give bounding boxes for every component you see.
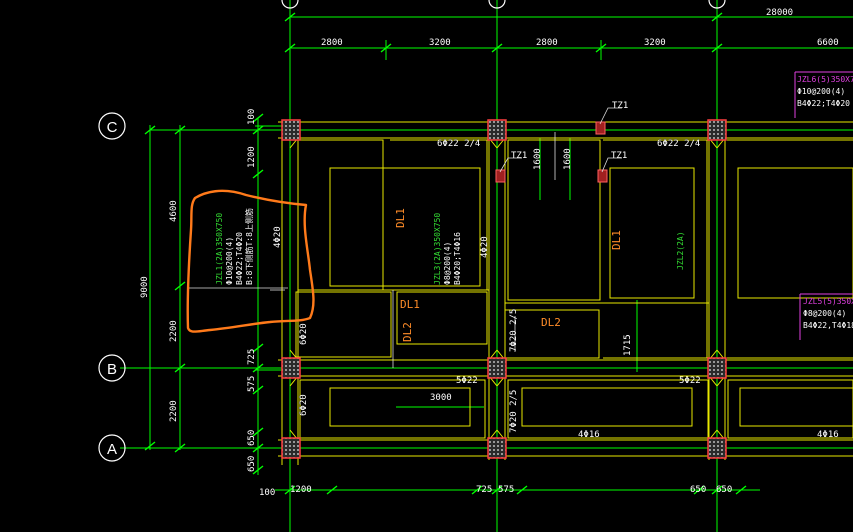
rebar-top-1: 6Φ22 2/4 xyxy=(437,139,480,149)
tz1-leaders xyxy=(499,107,622,173)
col-rebar-6phi20-a: 6Φ20 xyxy=(299,323,309,345)
jzl5-spec[interactable]: JZL5(5)350X Φ8@200(4) B4Φ22,T4Φ18 xyxy=(799,293,853,340)
markup-cloud-outline[interactable] xyxy=(186,189,315,333)
dim-bottom-725: 725 xyxy=(476,485,492,495)
dim-inner-3000: 3000 xyxy=(430,393,452,403)
dim-bottom-575: 575 xyxy=(498,485,514,495)
rebar-bot-2: 4Φ16 xyxy=(817,430,839,440)
axis-label-b: B xyxy=(107,361,117,378)
dim-bottom-100: 100 xyxy=(259,488,275,498)
jzl6-line-1: JZL6(5)350X75 xyxy=(797,75,853,84)
dim-bottom-650a: 650 xyxy=(690,485,706,495)
dim-left-sub-2: 2200 xyxy=(169,320,179,342)
jzl6-spec[interactable]: JZL6(5)350X75 Φ10@200(4) B4Φ22;T4Φ20 xyxy=(794,71,853,118)
dim-top-bay-5: 6600 xyxy=(817,38,839,48)
dim-top-total: 28000 xyxy=(766,8,793,18)
dim-left-detail-1200: 1200 xyxy=(247,146,257,168)
tz1-label-1: TZ1 xyxy=(612,101,628,111)
column-c2[interactable] xyxy=(487,119,507,141)
jzl3-line-3: B4Φ20;T4Φ16 xyxy=(453,232,462,285)
axis-label-a: A xyxy=(107,441,117,458)
col-rebar-7phi20-b: 7Φ20 2/5 xyxy=(509,390,519,433)
dim-bottom-650b: 650 xyxy=(716,485,732,495)
dim-left-detail-575: 575 xyxy=(247,376,257,392)
label-dl1-a: DL1 xyxy=(394,208,407,228)
jzl1-line-4: B:8下侧筋T:8上侧筋 xyxy=(244,208,254,285)
column-b3[interactable] xyxy=(707,357,727,379)
dim-left-sub-1: 4600 xyxy=(169,200,179,222)
axis-label-c: C xyxy=(107,119,118,136)
jzl6-line-3: B4Φ22;T4Φ20 xyxy=(797,99,850,108)
tz1-label-3: TZ1 xyxy=(611,151,627,161)
column-a3[interactable] xyxy=(707,437,727,459)
dim-inner-1600b: 1600 xyxy=(563,148,573,170)
dim-top-bay-3: 2800 xyxy=(536,38,558,48)
jzl5-line-3: B4Φ22,T4Φ18 xyxy=(803,321,853,330)
dimension-extension-lines xyxy=(270,132,556,368)
column-a2[interactable] xyxy=(487,437,507,459)
beam-outlines xyxy=(278,121,853,465)
rebar-bot-1: 4Φ16 xyxy=(578,430,600,440)
tz1-label-2: TZ1 xyxy=(511,151,527,161)
axis-bubble-c xyxy=(98,112,126,140)
jzl1-spec[interactable]: JZL1(2A)350X750 Φ10@200(4) B4Φ22;T4Φ20 B… xyxy=(215,208,254,285)
label-dl2-a: DL2 xyxy=(401,322,414,342)
axis-bubble-a xyxy=(98,434,126,462)
columns xyxy=(281,119,727,459)
column-b1[interactable] xyxy=(281,357,301,379)
axis-bubble-b xyxy=(98,354,126,382)
col-rebar-4phi20-b: 4Φ20 xyxy=(480,236,490,258)
label-dl2-b: DL2 xyxy=(541,316,561,329)
column-b2[interactable] xyxy=(487,357,507,379)
dim-top-bay-4: 3200 xyxy=(644,38,666,48)
jzl1-line-1: JZL1(2A)350X750 xyxy=(215,213,224,285)
jzl5-line-1: JZL5(5)350X xyxy=(803,297,853,306)
col-rebar-4phi20-a: 4Φ20 xyxy=(273,226,283,248)
rebar-mid-2: 5Φ22 xyxy=(679,376,701,386)
label-dl1-b: DL1 xyxy=(400,298,420,311)
jzl1-line-3: B4Φ22;T4Φ20 xyxy=(235,232,244,285)
jzl6-line-2: Φ10@200(4) xyxy=(797,87,845,96)
dim-inner-1715: 1715 xyxy=(623,334,633,356)
jzl1-line-2: Φ10@200(4) xyxy=(225,237,234,285)
axis-bubbles xyxy=(98,0,726,462)
col-rebar-7phi20-a: 7Φ20 2/5 xyxy=(509,309,519,352)
dim-top-bay-1: 2800 xyxy=(321,38,343,48)
tz1-column-2[interactable] xyxy=(495,169,506,183)
dim-left-total: 9000 xyxy=(140,276,150,298)
column-a1[interactable] xyxy=(281,437,301,459)
label-dl1-c: DL1 xyxy=(610,230,623,250)
column-c1[interactable] xyxy=(281,119,301,141)
jzl2-spec[interactable]: JZL2(2A) xyxy=(676,231,685,270)
jzl3-line-2: Φ8@200(4) xyxy=(443,242,452,285)
tz1-column-1[interactable] xyxy=(595,121,606,135)
rebar-top-2: 6Φ22 2/4 xyxy=(657,139,700,149)
jzl3-line-1: JZL3(2A)350X750 xyxy=(433,213,442,285)
dim-left-detail-650b: 650 xyxy=(247,456,257,472)
jzl3-spec[interactable]: JZL3(2A)350X750 Φ8@200(4) B4Φ20;T4Φ16 xyxy=(433,213,462,285)
dim-left-sub-3: 2200 xyxy=(169,400,179,422)
column-c3[interactable] xyxy=(707,119,727,141)
dim-left-detail-725: 725 xyxy=(247,349,257,365)
dim-inner-1600a: 1600 xyxy=(533,148,543,170)
dim-left-detail-650a: 650 xyxy=(247,430,257,446)
dim-bottom-1200: 1200 xyxy=(290,485,312,495)
jzl5-line-2: Φ8@200(4) xyxy=(803,309,846,318)
dim-top-bay-2: 3200 xyxy=(429,38,451,48)
dim-left-detail-100: 100 xyxy=(247,109,257,125)
col-rebar-6phi20-b: 6Φ20 xyxy=(299,394,309,416)
rebar-mid-1: 5Φ22 xyxy=(456,376,478,386)
